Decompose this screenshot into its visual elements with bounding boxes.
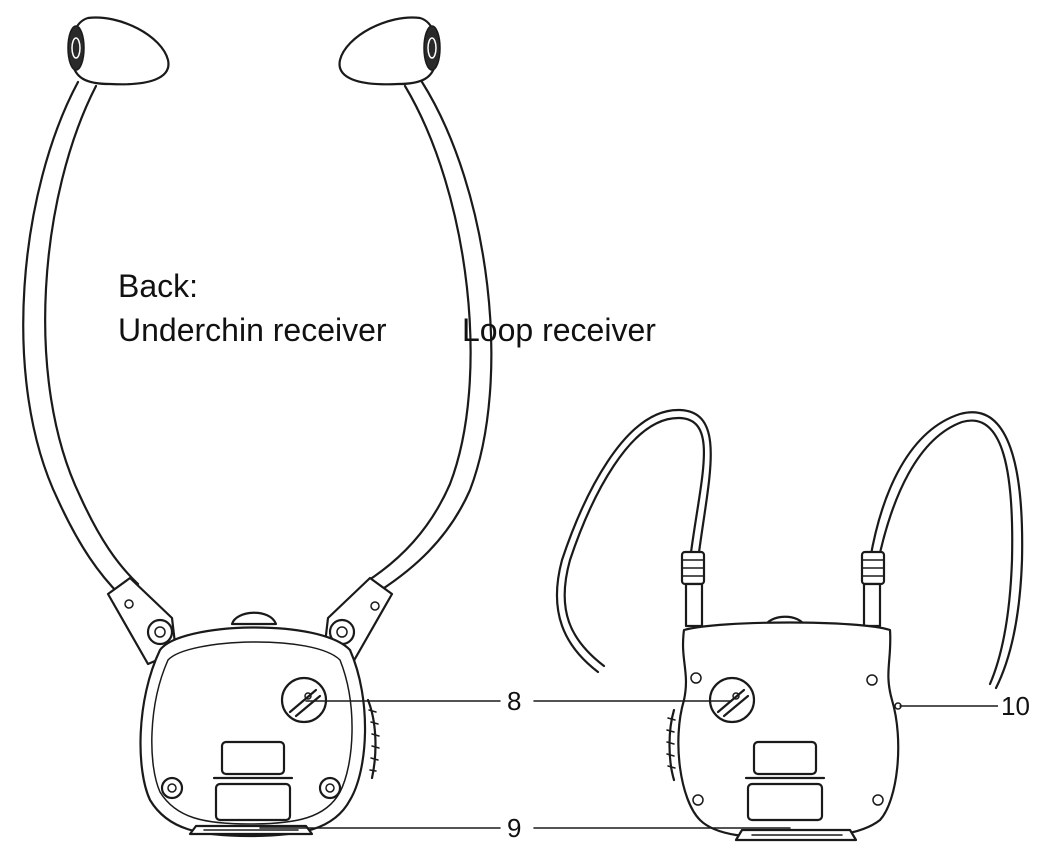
right-connector bbox=[860, 550, 886, 628]
battery-compartment bbox=[212, 740, 294, 822]
back-label: Back: bbox=[118, 268, 199, 304]
right-loop-cord bbox=[868, 411, 1024, 690]
loop-hole-tl bbox=[690, 672, 702, 684]
underchin-receiver-label: Underchin receiver bbox=[118, 312, 387, 348]
left-connector bbox=[680, 550, 706, 628]
right-earbud bbox=[338, 16, 441, 86]
loop-hole-br bbox=[872, 794, 884, 806]
channel-selector-dial bbox=[280, 676, 328, 724]
callout-8: 8 bbox=[504, 688, 525, 714]
loop-channel-selector-dial bbox=[708, 676, 756, 724]
screw-bottom-left bbox=[160, 776, 184, 800]
left-loop-cord bbox=[563, 416, 705, 668]
loop-hole-bl bbox=[692, 794, 704, 806]
left-hinge bbox=[106, 576, 178, 666]
loop-volume-wheel bbox=[668, 708, 676, 782]
left-earbud bbox=[67, 16, 170, 86]
screw-bottom-right bbox=[318, 776, 342, 800]
loop-receiver bbox=[555, 408, 1024, 842]
top-button bbox=[230, 611, 278, 626]
loop-receiver-label: Loop receiver bbox=[462, 312, 656, 348]
loop-hole-tr bbox=[866, 674, 878, 686]
callout-10: 10 bbox=[998, 693, 1033, 719]
underchin-receiver bbox=[22, 16, 493, 838]
left-stem bbox=[22, 80, 122, 597]
right-stem bbox=[376, 80, 493, 594]
callout-9: 9 bbox=[504, 815, 525, 841]
callout-lines bbox=[259, 700, 999, 829]
loop-battery-compartment bbox=[744, 740, 826, 822]
loop-body bbox=[677, 621, 900, 840]
